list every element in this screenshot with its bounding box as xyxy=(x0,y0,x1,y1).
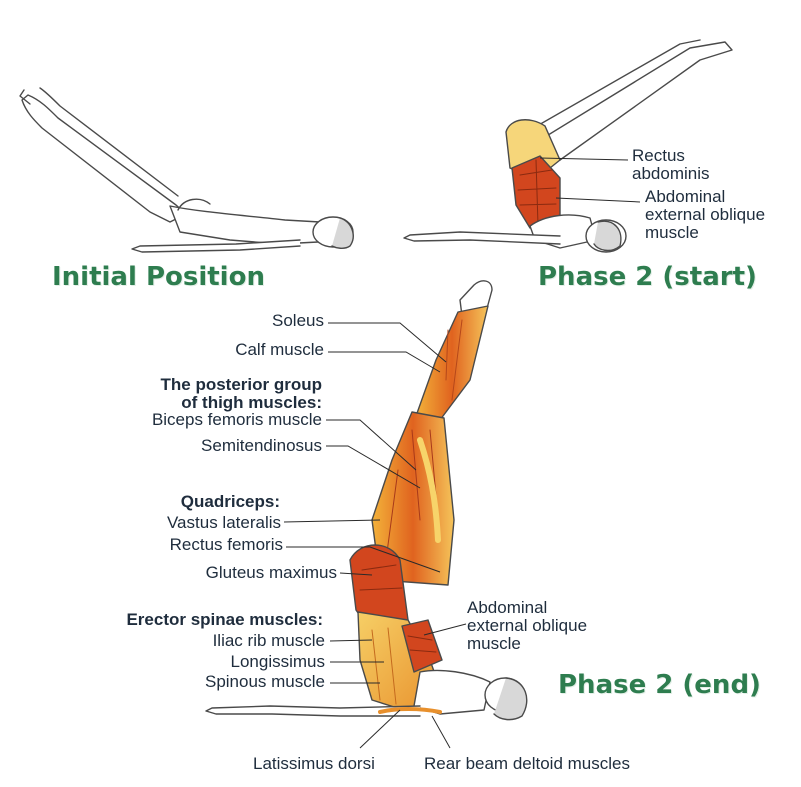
label-spinous-muscle: Spinous muscle xyxy=(204,672,325,691)
leader-lines xyxy=(283,157,641,749)
title-phase2-start: Phase 2 (start) xyxy=(538,262,757,292)
label-rectus-femoris: Rectus femoris xyxy=(169,535,283,554)
label-iliac-rib-muscle: Iliac rib muscle xyxy=(212,631,325,650)
label-gluteus-maximus: Gluteus maximus xyxy=(205,563,337,582)
title-initial-position: Initial Position xyxy=(52,262,265,292)
figure-initial-position xyxy=(19,87,354,253)
figure-phase2-end xyxy=(205,280,528,721)
label-semitendinosus: Semitendinosus xyxy=(201,436,322,455)
label-latissimus-dorsi: Latissimus dorsi xyxy=(253,754,375,773)
label-longissimus: Longissimus xyxy=(230,652,326,671)
label-erector-spinae: Erector spinae muscles: xyxy=(126,610,323,629)
figure-phase2-start xyxy=(403,39,733,253)
title-phase2-end: Phase 2 (end) xyxy=(558,670,761,700)
label-biceps-femoris: Biceps femoris muscle xyxy=(151,410,322,429)
label-abdominal-external-oblique-start: Abdominal external oblique muscle xyxy=(645,187,766,242)
label-vastus-lateralis: Vastus lateralis xyxy=(166,513,281,532)
label-rectus-abdominis: Rectus abdominis xyxy=(632,146,710,183)
label-quadriceps: Quadriceps: xyxy=(180,492,280,511)
label-soleus: Soleus xyxy=(272,311,324,330)
label-rear-deltoid: Rear beam deltoid muscles xyxy=(424,754,630,773)
label-posterior-group: The posterior group of thigh muscles: xyxy=(160,375,323,412)
label-calf-muscle: Calf muscle xyxy=(235,340,324,359)
label-abdominal-external-oblique-end: Abdominal external oblique muscle xyxy=(467,598,588,653)
